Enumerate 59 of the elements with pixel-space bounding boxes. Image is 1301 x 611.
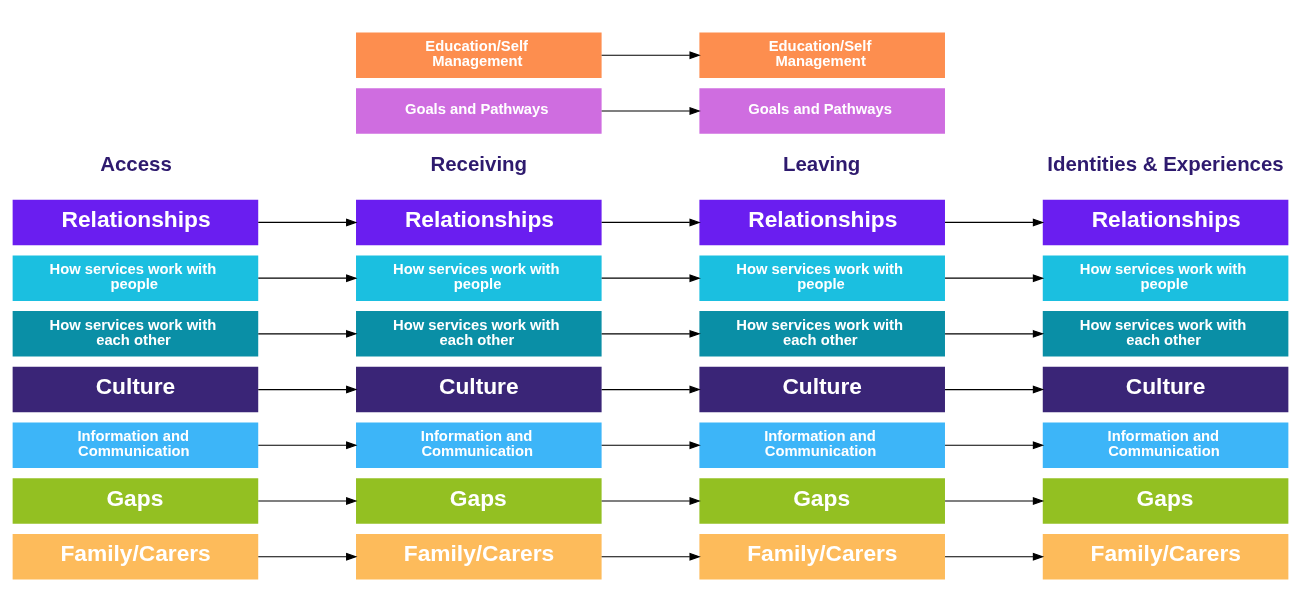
arrow xyxy=(944,273,1045,282)
arrow xyxy=(601,440,701,449)
node-box: Relationships xyxy=(356,199,602,245)
node-box: Relationships xyxy=(1042,199,1289,245)
node-box: How services work with people xyxy=(1042,254,1289,301)
node-box: Gaps xyxy=(356,477,602,524)
node-box: Culture xyxy=(12,366,259,412)
node-box: Information and Communication xyxy=(1042,422,1289,468)
node-box: Information and Communication xyxy=(356,422,602,468)
node-box: How services work with people xyxy=(699,254,945,301)
node-box: Education/Self Management xyxy=(356,32,602,78)
node-box: Relationships xyxy=(12,199,259,245)
arrow xyxy=(257,217,358,226)
node-box: Culture xyxy=(1042,366,1289,412)
arrow xyxy=(257,329,358,338)
node-box: Information and Communication xyxy=(12,422,259,468)
arrow xyxy=(944,217,1045,226)
arrow xyxy=(944,329,1045,338)
node-box: How services work with people xyxy=(12,254,259,301)
arrow xyxy=(257,273,358,282)
node-box: Family/Carers xyxy=(12,533,259,579)
arrow xyxy=(257,552,358,561)
arrow xyxy=(601,217,701,226)
node-box: How services work with each other xyxy=(1042,310,1289,357)
node-box: Relationships xyxy=(699,199,945,245)
node-box: Culture xyxy=(699,366,945,412)
arrow xyxy=(944,552,1045,561)
arrow xyxy=(257,385,358,394)
node-box: Family/Carers xyxy=(699,533,945,579)
node-box: How services work with each other xyxy=(356,310,602,357)
node-box: How services work with people xyxy=(356,254,602,301)
arrow xyxy=(257,496,358,505)
arrow xyxy=(601,496,701,505)
node-box: Goals and Pathways xyxy=(699,87,945,134)
node-box: Family/Carers xyxy=(356,533,602,579)
node-box: Gaps xyxy=(12,477,259,524)
label: Access xyxy=(100,151,172,175)
node-box: Goals and Pathways xyxy=(356,87,602,134)
label: Receiving xyxy=(430,151,528,175)
label: Leaving xyxy=(782,151,861,175)
label: Identities & Experiences xyxy=(1047,151,1284,175)
node-box: Education/Self Management xyxy=(699,32,945,78)
arrow xyxy=(601,385,701,394)
node-box: Information and Communication xyxy=(699,422,945,468)
node-box: How services work with each other xyxy=(12,310,259,357)
node-box: How services work with each other xyxy=(699,310,945,357)
arrow xyxy=(944,440,1045,449)
arrow xyxy=(601,106,701,115)
node-box: Gaps xyxy=(699,477,945,524)
node-box: Culture xyxy=(356,366,602,412)
node-box: Family/Carers xyxy=(1042,533,1289,579)
arrow xyxy=(601,273,701,282)
arrow xyxy=(944,385,1045,394)
arrow xyxy=(601,50,701,59)
arrow xyxy=(601,552,701,561)
arrow xyxy=(944,496,1045,505)
node-box: Gaps xyxy=(1042,477,1289,524)
arrow xyxy=(601,329,701,338)
arrow xyxy=(257,440,358,449)
